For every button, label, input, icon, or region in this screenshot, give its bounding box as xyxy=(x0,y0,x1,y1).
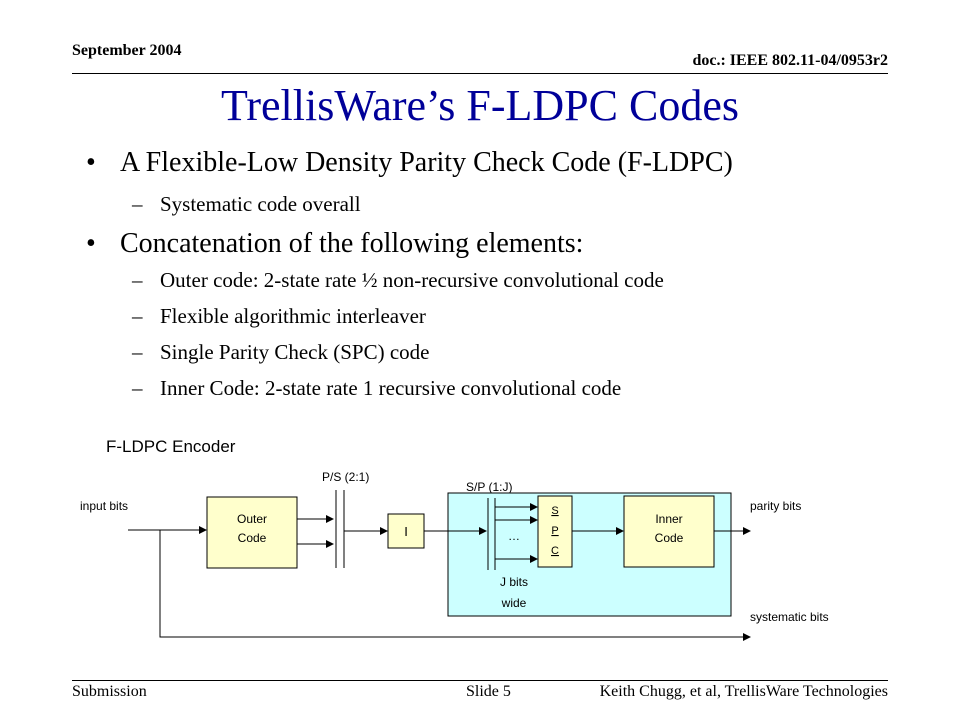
sp-label: S/P (1:J) xyxy=(466,480,512,494)
outer-code-block xyxy=(206,496,298,569)
footer-slide-number: Slide 5 xyxy=(466,683,511,700)
spc-letter-p: P xyxy=(551,525,558,537)
j-bits-line1: J bits xyxy=(500,575,528,589)
inner-code-line2: Code xyxy=(655,531,684,545)
bullet-1: A Flexible-Low Density Parity Check Code… xyxy=(120,147,733,178)
sub-bullet-2-2: Flexible algorithmic interleaver xyxy=(160,304,426,328)
interleaver-block xyxy=(387,513,425,549)
spc-block xyxy=(537,495,573,568)
sub-bullet-2-1: Outer code: 2-state rate ½ non-recursive… xyxy=(160,268,664,292)
slide-title: TrellisWare’s F-LDPC Codes xyxy=(221,81,739,130)
inner-code-line1: Inner xyxy=(655,512,682,526)
header-rule xyxy=(72,73,888,74)
sub-bullet-1-1: Systematic code overall xyxy=(160,192,361,216)
dash-glyph: – xyxy=(132,268,143,292)
outer-code-line1: Outer xyxy=(237,512,267,526)
sub-bullet-2-4: Inner Code: 2-state rate 1 recursive con… xyxy=(160,376,622,400)
footer-rule xyxy=(72,680,888,681)
footer-author: Keith Chugg, et al, TrellisWare Technolo… xyxy=(599,683,888,700)
bullet-2: Concatenation of the following elements: xyxy=(120,228,584,259)
dash-glyph: – xyxy=(132,304,143,328)
systematic-arrow xyxy=(159,530,751,641)
j-bits-line2: wide xyxy=(501,596,527,610)
dash-glyph: – xyxy=(132,376,143,400)
parity-bits-label: parity bits xyxy=(750,499,801,513)
systematic-bits-label: systematic bits xyxy=(750,610,829,624)
spc-letter-s: S xyxy=(551,505,558,517)
sp-dots: … xyxy=(508,529,520,543)
dash-glyph: – xyxy=(132,340,143,364)
spc-letter-c: C xyxy=(551,545,559,557)
footer-submission: Submission xyxy=(72,683,147,700)
sub-bullet-2-3: Single Parity Check (SPC) code xyxy=(160,340,430,364)
interleaver-label: I xyxy=(404,524,408,539)
inner-code-block xyxy=(623,495,715,568)
diagram-caption: F-LDPC Encoder xyxy=(106,437,236,456)
bullet-glyph: • xyxy=(86,228,96,259)
outer-code-line2: Code xyxy=(238,531,267,545)
input-bits-label: input bits xyxy=(80,499,128,513)
ps-label: P/S (2:1) xyxy=(322,470,369,484)
dash-glyph: – xyxy=(132,192,143,216)
header-date: September 2004 xyxy=(72,42,182,59)
header-doc-id: doc.: IEEE 802.11-04/0953r2 xyxy=(692,52,888,69)
bullet-glyph: • xyxy=(86,147,96,178)
